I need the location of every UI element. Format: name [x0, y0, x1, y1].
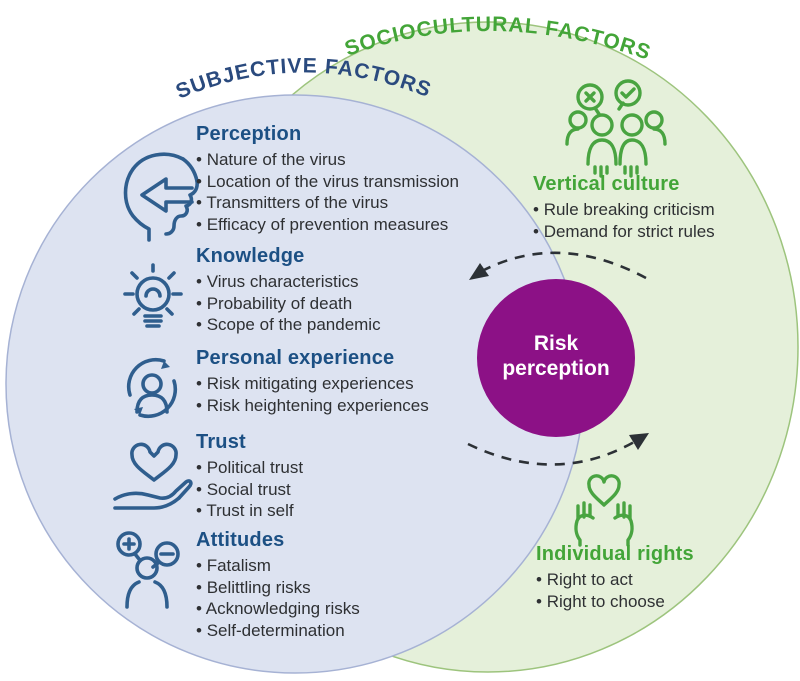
person-cycle-icon	[126, 357, 178, 419]
risk-perception-label: Risk perception	[502, 332, 610, 380]
bullet-item: Social trust	[196, 479, 303, 501]
bullet-item: Self-determination	[196, 620, 360, 642]
section-title: Attitudes	[196, 529, 285, 551]
arrow-top-left-head	[469, 263, 489, 280]
person-bubbles-icon	[116, 531, 180, 609]
bullet-list: Fatalism Belittling risks Acknowledging …	[196, 555, 360, 641]
section-title: Personal experience	[196, 347, 395, 369]
lightbulb-icon	[123, 263, 183, 328]
bullet-item: Risk heightening experiences	[196, 395, 429, 417]
heart-hand-icon	[113, 442, 193, 510]
bullet-item: Probability of death	[196, 293, 381, 315]
section-personal-experience: Personal experience Risk mitigating expe…	[196, 346, 429, 416]
bullet-list: Right to act Right to choose	[536, 569, 694, 612]
exchange-arrows	[467, 251, 649, 466]
bullet-item: Risk mitigating experiences	[196, 373, 429, 395]
bullet-item: Right to act	[536, 569, 694, 591]
bullet-item: Political trust	[196, 457, 303, 479]
section-vertical-culture: Vertical culture Rule breaking criticism…	[533, 172, 715, 242]
section-trust: Trust Political trust Social trust Trust…	[196, 430, 303, 522]
hands-heart-icon	[574, 474, 634, 547]
bullet-list: Rule breaking criticism Demand for stric…	[533, 199, 715, 242]
bullet-list: Risk mitigating experiences Risk heighte…	[196, 373, 429, 416]
section-perception: Perception Nature of the virus Location …	[196, 122, 459, 235]
bullet-list: Political trust Social trust Trust in se…	[196, 457, 303, 522]
bullet-item: Belittling risks	[196, 577, 360, 599]
arrow-top-left	[483, 251, 647, 280]
risk-perception-circle	[477, 279, 635, 437]
bullet-item: Scope of the pandemic	[196, 314, 381, 336]
section-title: Perception	[196, 123, 302, 145]
section-attitudes: Attitudes Fatalism Belittling risks Ackn…	[196, 528, 360, 641]
bullet-item: Fatalism	[196, 555, 360, 577]
section-title: Vertical culture	[533, 173, 680, 195]
bullet-item: Virus characteristics	[196, 271, 381, 293]
bullet-list: Virus characteristics Probability of dea…	[196, 271, 381, 336]
bullet-item: Acknowledging risks	[196, 598, 360, 620]
bullet-item: Trust in self	[196, 500, 303, 522]
bullet-item: Rule breaking criticism	[533, 199, 715, 221]
bullet-item: Right to choose	[536, 591, 694, 613]
section-title: Individual rights	[536, 543, 694, 565]
bullet-item: Location of the virus transmission	[196, 171, 459, 193]
section-title: Trust	[196, 431, 246, 453]
section-knowledge: Knowledge Virus characteristics Probabil…	[196, 244, 381, 336]
bullet-item: Transmitters of the virus	[196, 192, 459, 214]
people-group-icon	[565, 79, 667, 178]
bullet-item: Nature of the virus	[196, 149, 459, 171]
section-individual-rights: Individual rights Right to act Right to …	[536, 542, 694, 612]
arrow-bottom-right-head	[629, 433, 649, 450]
bullet-item: Efficacy of prevention measures	[196, 214, 459, 236]
bullet-list: Nature of the virus Location of the viru…	[196, 149, 459, 235]
section-title: Knowledge	[196, 245, 305, 267]
arrow-bottom-right	[467, 440, 635, 466]
bullet-item: Demand for strict rules	[533, 221, 715, 243]
